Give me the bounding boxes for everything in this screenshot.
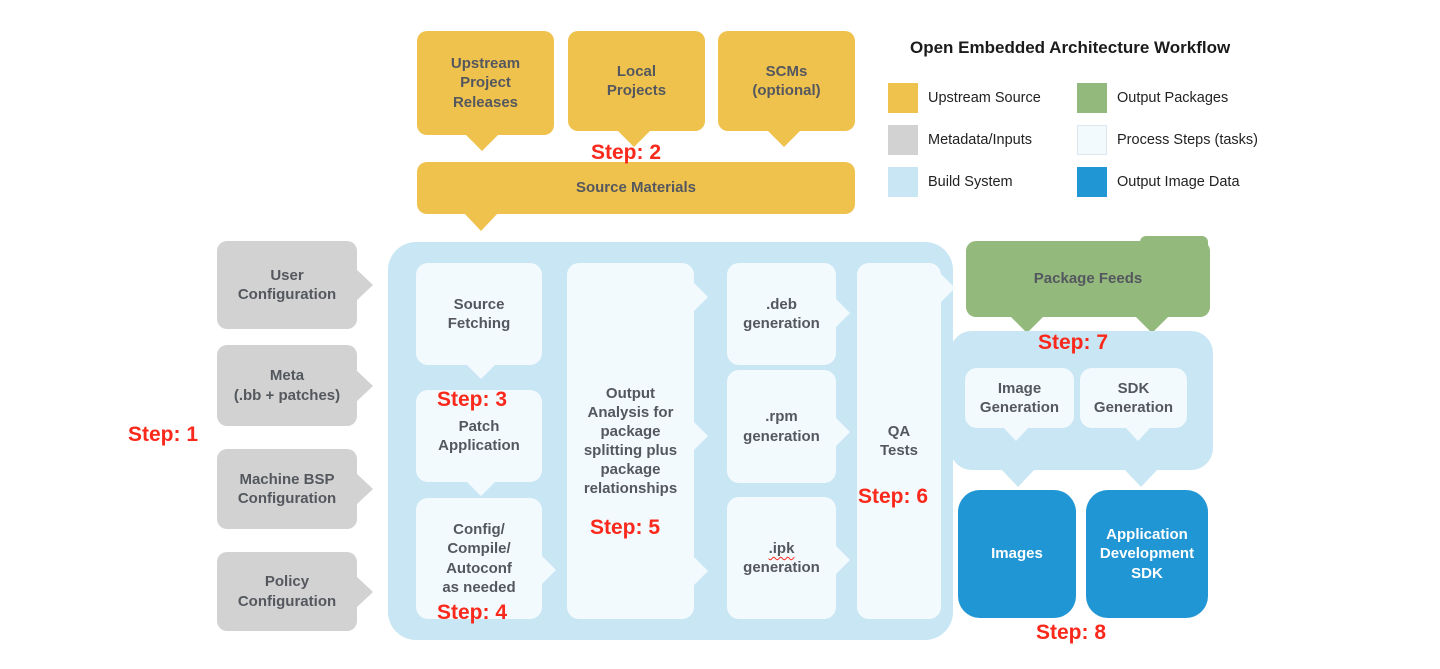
pointer-right — [356, 269, 373, 301]
node-source-materials: Source Materials — [417, 162, 855, 231]
node-scms-optional: SCMs (optional) — [718, 31, 855, 147]
node-image-generation: Image Generation — [965, 368, 1074, 441]
legend-item-output-image-data: Output Image Data — [1077, 167, 1258, 197]
pointer-down — [464, 213, 498, 231]
diagram-title: Open Embedded Architecture Workflow — [910, 38, 1231, 57]
process-steps-swatch — [1077, 125, 1107, 155]
node-images: Images — [958, 490, 1076, 618]
legend-label: Build System — [928, 174, 1013, 190]
node-meta-bb-patches: Meta (.bb + patches) — [217, 345, 373, 426]
node-label: Package Feeds — [1033, 270, 1143, 288]
metadata-inputs-swatch — [888, 125, 918, 155]
node-label: QA Tests — [879, 422, 919, 459]
node-deb-generation: .deb generation — [727, 263, 850, 365]
legend-item-build-system: Build System — [888, 167, 1077, 197]
step-4-label: Step: 4 — [437, 601, 508, 624]
output-image-data-swatch — [1077, 167, 1107, 197]
node-label: Application Development SDK — [1099, 526, 1195, 582]
node-user-configuration: User Configuration — [217, 241, 373, 329]
node-label: Images — [991, 545, 1043, 563]
output-packages-swatch — [1077, 83, 1107, 113]
pointer-right — [356, 369, 373, 402]
node-ipk-generation: .ipk generation — [727, 497, 850, 619]
step-1-label: Step: 1 — [128, 423, 199, 446]
node-label: Meta (.bb + patches) — [233, 367, 341, 404]
node-label: Local Projects — [606, 62, 667, 99]
build-system-swatch — [888, 167, 918, 197]
legend-item-process-steps: Process Steps (tasks) — [1077, 125, 1258, 155]
node-label: Source Materials — [575, 179, 697, 197]
step-2-label: Step: 2 — [591, 141, 662, 164]
step-5-label: Step: 5 — [590, 516, 661, 539]
pointer-down — [1001, 469, 1035, 487]
legend-label: Metadata/Inputs — [928, 132, 1032, 148]
node-rpm-generation: .rpm generation — [727, 370, 850, 483]
legend-label: Process Steps (tasks) — [1117, 132, 1259, 148]
legend-item-upstream-source: Upstream Source — [888, 83, 1077, 113]
pointer-right — [356, 473, 373, 505]
node-label: User Configuration — [237, 266, 337, 303]
node-label: SCMs (optional) — [752, 62, 821, 99]
node-label: generation — [743, 559, 820, 576]
upstream-source-swatch — [888, 83, 918, 113]
node-package-feeds: Package Feeds — [966, 236, 1210, 333]
legend-label: Upstream Source — [928, 90, 1041, 106]
legend-item-output-packages: Output Packages — [1077, 83, 1258, 113]
node-label: Machine BSP Configuration — [237, 470, 337, 507]
node-qa-tests: QA Tests — [857, 263, 955, 619]
legend-label: Output Image Data — [1117, 174, 1240, 190]
node-source-fetching: Source Fetching — [416, 263, 542, 379]
step-6-label: Step: 6 — [858, 485, 929, 508]
node-label: .rpm generation — [743, 408, 820, 445]
node-policy-configuration: Policy Configuration — [217, 552, 373, 631]
pointer-down — [767, 130, 801, 147]
node-label: Output Analysis for package splitting pl… — [583, 384, 678, 498]
step-3-label: Step: 3 — [437, 388, 508, 411]
pointer-right — [356, 575, 373, 608]
node-label: Patch Application — [438, 417, 520, 454]
step-8-label: Step: 8 — [1036, 621, 1107, 644]
node-label: .deb generation — [743, 295, 820, 332]
node-machine-bsp-configuration: Machine BSP Configuration — [217, 449, 373, 529]
node-config-compile-autoconf: Config/ Compile/ Autoconf as needed — [416, 498, 556, 619]
package-feeds-top-tab — [1140, 236, 1208, 246]
legend-item-metadata-inputs: Metadata/Inputs — [888, 125, 1077, 155]
node-application-development-sdk: Application Development SDK — [1086, 490, 1208, 618]
node-label: Config/ Compile/ Autoconf as needed — [442, 521, 516, 596]
pointer-down — [1124, 469, 1158, 487]
node-label: Upstream Project Releases — [450, 55, 521, 111]
legend: Upstream Source Output Packages Metadata… — [888, 83, 1258, 197]
node-label-ipk: .ipk — [768, 539, 795, 557]
node-label: Policy Configuration — [237, 573, 337, 610]
node-sdk-generation: SDK Generation — [1080, 368, 1187, 441]
legend-label: Output Packages — [1117, 90, 1229, 106]
pointer-down — [465, 134, 499, 151]
node-upstream-project-releases: Upstream Project Releases — [417, 31, 554, 151]
node-label: SDK Generation — [1093, 379, 1174, 416]
node-label: Image Generation — [979, 379, 1060, 416]
node-output-analysis: Output Analysis for package splitting pl… — [567, 263, 708, 619]
node-local-projects: Local Projects — [568, 31, 705, 147]
step-7-label: Step: 7 — [1038, 331, 1109, 354]
node-label: Source Fetching — [447, 295, 511, 332]
